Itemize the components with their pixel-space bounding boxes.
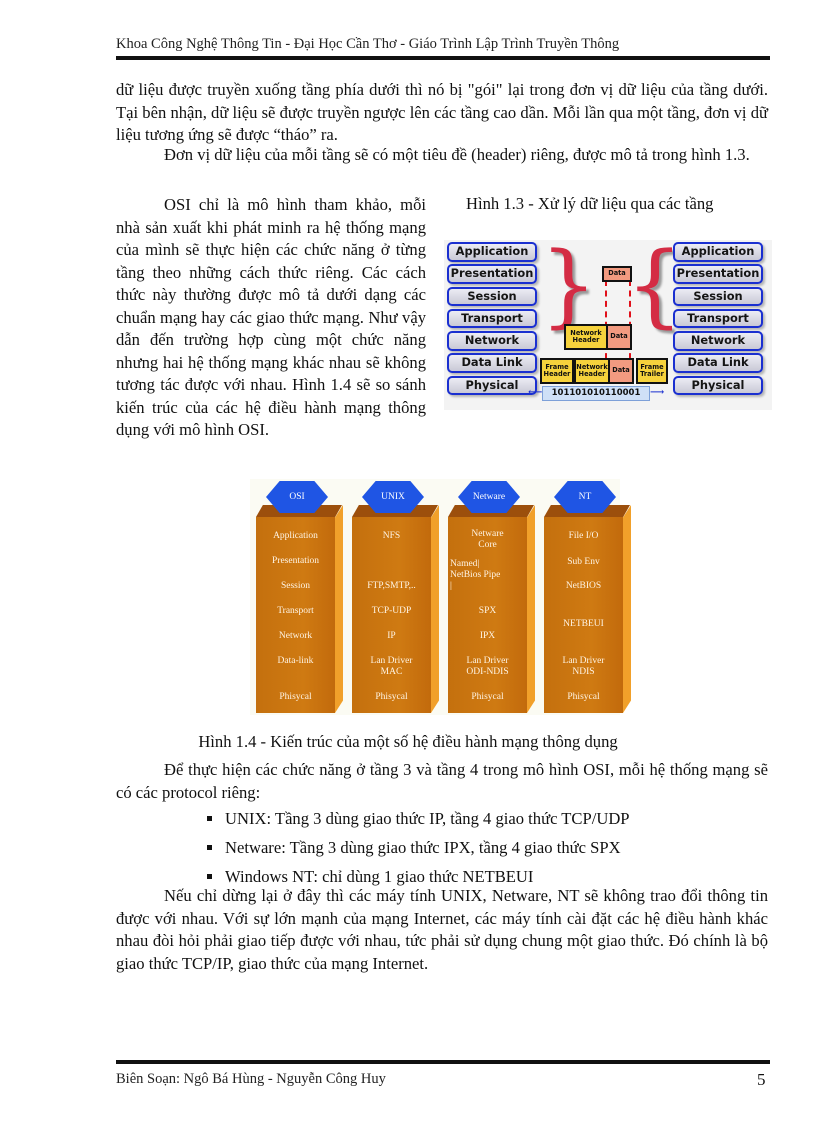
- paragraph-2: Đơn vị dữ liệu của mỗi tầng sẽ có một ti…: [164, 145, 750, 164]
- list-item-text: UNIX: Tầng 3 dùng giao thức IP, tầng 4 g…: [225, 808, 630, 828]
- layer-transport: Transport: [447, 308, 537, 329]
- packet-frame-trailer: Frame Trailer: [636, 358, 668, 384]
- footer-authors: Biên Soạn: Ngô Bá Hùng - Nguyễn Công Huy: [116, 1071, 386, 1087]
- cell: IP: [387, 631, 396, 641]
- cell: NetBIOS: [565, 581, 602, 591]
- layer-presentation: Presentation: [673, 264, 763, 284]
- right-brace-icon: }: [540, 233, 598, 338]
- pillar-side: [335, 505, 343, 713]
- cell: NETBEUI: [563, 619, 604, 629]
- receiver-osi-stack: Application Presentation Session Transpo…: [673, 242, 763, 398]
- pillar: [352, 517, 431, 713]
- cell: Lan Driver NDIS: [562, 656, 605, 677]
- packet-network-header-frame: Network Header: [574, 358, 610, 384]
- figure-1-3-diagram: Application Presentation Session Transpo…: [444, 240, 772, 410]
- list-item-text: Windows NT: chỉ dùng 1 giao thức NETBEUI: [225, 866, 534, 886]
- footer-rule: [116, 1060, 770, 1064]
- bullet-square-icon: [207, 845, 212, 850]
- list-item: Netware: Tầng 3 dùng giao thức IPX, tầng…: [205, 833, 630, 862]
- layer-data-link: Data Link: [673, 353, 763, 373]
- layer-session: Session: [447, 286, 537, 307]
- header-rule: [116, 56, 770, 60]
- column-header-netware: Netware: [458, 481, 520, 513]
- figure-1-4-caption: Hình 1.4 - Kiến trúc của một số hệ điều …: [198, 732, 618, 751]
- layer-data-link: Data Link: [447, 353, 537, 373]
- pillar-side: [527, 505, 535, 713]
- cell: Phisycal: [375, 692, 408, 702]
- list-item: Windows NT: chỉ dùng 1 giao thức NETBEUI: [205, 862, 630, 891]
- packet-data-top: Data: [602, 266, 632, 282]
- layer-network: Network: [673, 331, 763, 351]
- paragraph-3: OSI chỉ là mô hình tham khảo, mỗi nhà sả…: [116, 195, 426, 439]
- cell: Phisycal: [567, 692, 600, 702]
- cell: Lan Driver MAC: [370, 656, 413, 677]
- cell: Data-link: [277, 656, 314, 666]
- column-header-nt: NT: [554, 481, 616, 513]
- bullet-square-icon: [207, 816, 212, 821]
- layer-application: Application: [673, 242, 763, 262]
- packet-data-frame: Data: [608, 358, 634, 384]
- pillar: [544, 517, 623, 713]
- cell: SPX: [478, 606, 497, 616]
- protocol-list: UNIX: Tầng 3 dùng giao thức IP, tầng 4 g…: [205, 804, 630, 891]
- packet-network-header: Network Header: [564, 324, 608, 350]
- list-item: UNIX: Tầng 3 dùng giao thức IP, tầng 4 g…: [205, 804, 630, 833]
- arrow-left-icon: ⟵: [528, 387, 543, 398]
- column-header-osi: OSI: [266, 481, 328, 513]
- column-netware: Netware Netware Core Named| NetBios Pipe…: [446, 479, 538, 715]
- pillar-side: [431, 505, 439, 713]
- bitstream: 101101010110001: [542, 386, 650, 401]
- cell: NFS: [382, 531, 401, 541]
- arrow-right-icon: ⟶: [650, 387, 665, 398]
- cell: Application: [273, 531, 318, 541]
- layer-presentation: Presentation: [447, 264, 537, 284]
- cell: Phisycal: [279, 692, 312, 702]
- pillar-side: [623, 505, 631, 713]
- page-number: 5: [757, 1070, 766, 1089]
- cell: Transport: [277, 606, 314, 616]
- column-header-unix: UNIX: [362, 481, 424, 513]
- cell: Phisycal: [471, 692, 504, 702]
- sender-osi-stack: Application Presentation Session Transpo…: [447, 242, 537, 398]
- cell: Session: [280, 581, 311, 591]
- layer-physical: Physical: [447, 375, 537, 396]
- layer-physical: Physical: [673, 375, 763, 396]
- figure-1-3-caption: Hình 1.3 - Xử lý dữ liệu qua các tầng: [466, 194, 714, 213]
- paragraph-5: Nếu chỉ dừng lại ở đây thì các máy tính …: [116, 886, 768, 973]
- paragraph-1: dữ liệu được truyền xuống tầng phía dưới…: [116, 80, 768, 144]
- paragraph-4: Để thực hiện các chức năng ở tầng 3 và t…: [116, 760, 768, 802]
- layer-session: Session: [673, 286, 763, 307]
- layer-network: Network: [447, 331, 537, 351]
- layer-application: Application: [447, 242, 537, 262]
- bullet-square-icon: [207, 874, 212, 879]
- cell: File I/O: [568, 531, 599, 541]
- column-unix: UNIX NFS FTP,SMTP,.. TCP-UDP IP Lan Driv…: [350, 479, 442, 715]
- pillar: [256, 517, 335, 713]
- cell: Presentation: [272, 556, 319, 566]
- cell: Sub Env: [567, 557, 600, 567]
- pillar: [448, 517, 527, 713]
- packet-data-middle: Data: [606, 324, 632, 350]
- running-header: Khoa Công Nghệ Thông Tin - Đại Học Cần T…: [116, 36, 620, 52]
- figure-1-4-diagram: OSI Application Presentation Session Tra…: [250, 479, 631, 715]
- cell: Network: [278, 631, 313, 641]
- packet-frame-header: Frame Header: [540, 358, 574, 384]
- cell: Lan Driver ODI-NDIS: [466, 656, 509, 677]
- cell: FTP,SMTP,..: [367, 581, 416, 591]
- cell: Netware Core: [471, 529, 504, 550]
- cell: IPX: [479, 631, 496, 641]
- cell: TCP-UDP: [371, 606, 412, 616]
- layer-transport: Transport: [673, 308, 763, 329]
- cell: Named| NetBios Pipe |: [450, 559, 501, 591]
- column-osi: OSI Application Presentation Session Tra…: [254, 479, 346, 715]
- list-item-text: Netware: Tầng 3 dùng giao thức IPX, tầng…: [225, 837, 621, 857]
- column-nt: NT File I/O Sub Env NetBIOS NETBEUI Lan …: [542, 479, 634, 715]
